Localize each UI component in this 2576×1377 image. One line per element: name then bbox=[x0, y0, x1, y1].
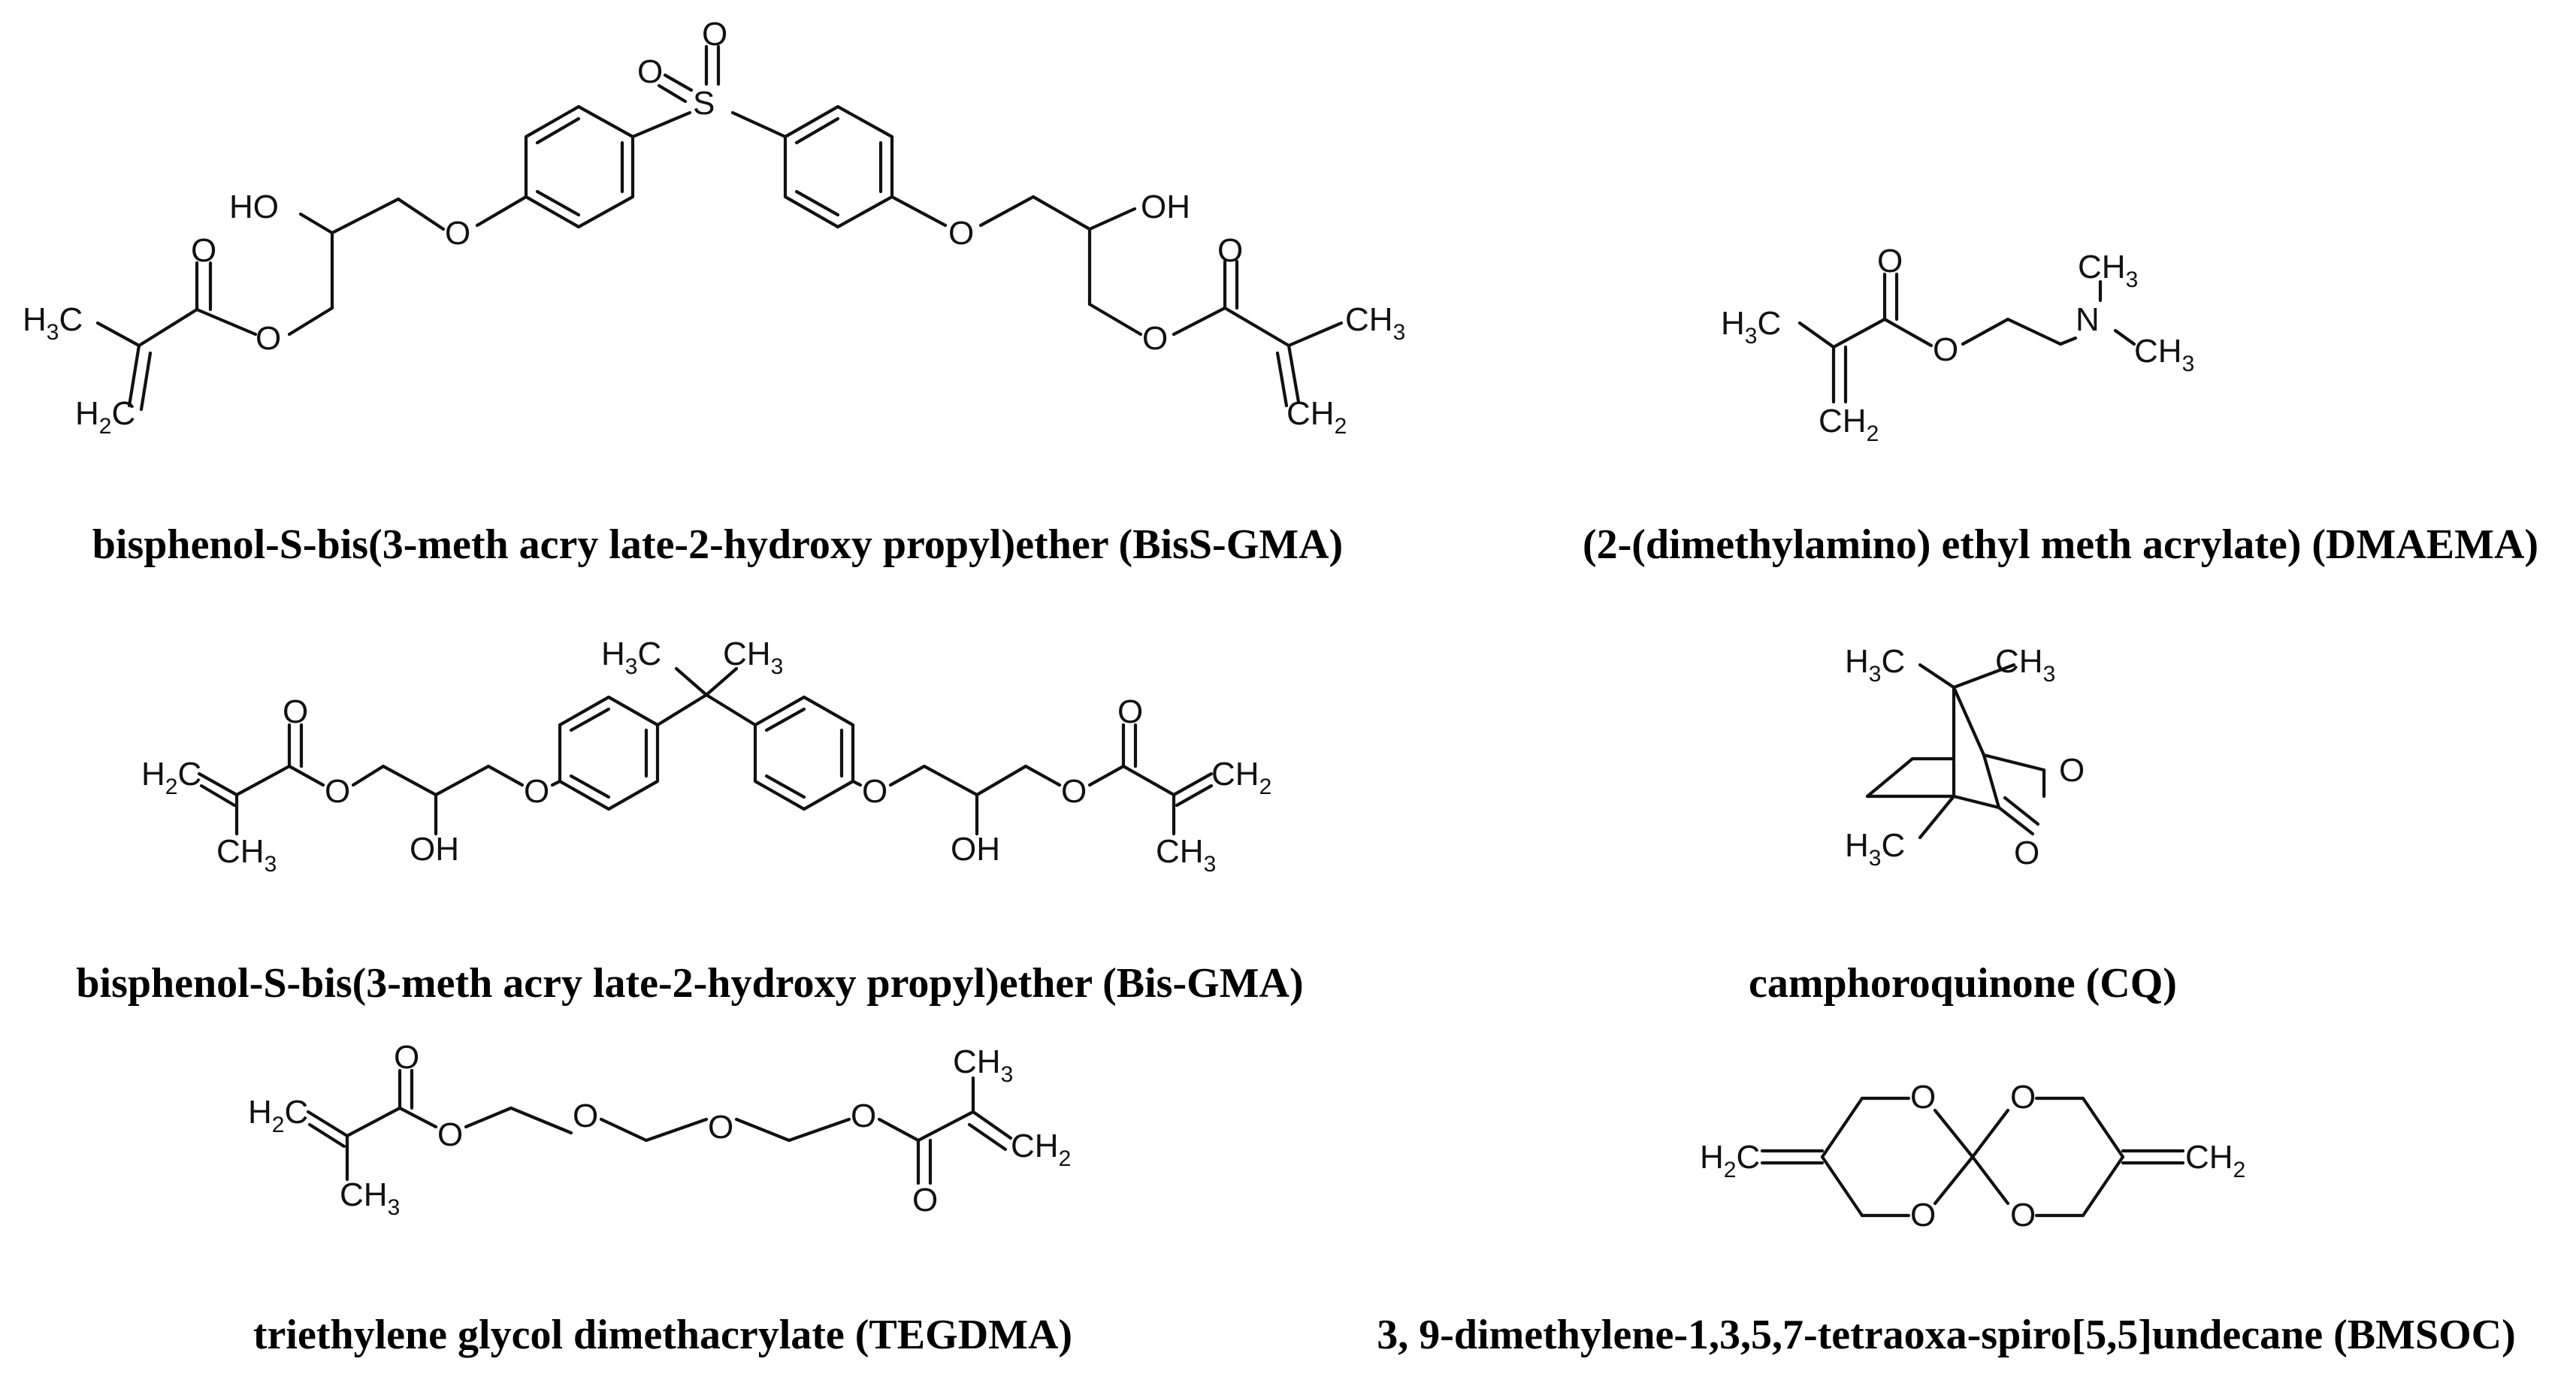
atom-ch3: CH3 bbox=[1156, 833, 1216, 877]
atom-o: O bbox=[851, 1098, 876, 1134]
structure-bissgma: H3C H2C O O HO O S O O O OH O O CH3 CH2 bbox=[23, 16, 1405, 439]
atom-ch3: CH3 bbox=[1345, 301, 1405, 345]
atom-ch3: CH3 bbox=[340, 1176, 400, 1220]
atom-ch3: CH3 bbox=[216, 833, 277, 877]
atom-o: O bbox=[702, 16, 727, 53]
structure-tegdma: H2C CH3 O O O O O O CH3 CH2 bbox=[248, 1039, 1071, 1220]
structure-bisgma: H2C CH3 O O OH O H3C CH3 O OH O O CH3 CH… bbox=[141, 636, 1271, 877]
atom-o: O bbox=[1061, 773, 1087, 810]
atom-o: O bbox=[2014, 835, 2039, 871]
atom-o: O bbox=[445, 215, 470, 252]
atom-o: O bbox=[283, 693, 308, 730]
atom-o: O bbox=[255, 320, 281, 357]
atom-h3c: H3C bbox=[1721, 305, 1781, 349]
atom-h2c: H2C bbox=[248, 1094, 308, 1137]
structure-cq: H3C CH3 O O H3C bbox=[1845, 643, 2085, 871]
caption-bmsoc: 3, 9-dimethylene-1,3,5,7-tetraoxa-spiro[… bbox=[1377, 1312, 2515, 1358]
atom-o: O bbox=[1910, 1197, 1936, 1234]
atom-o: O bbox=[2059, 752, 2085, 789]
atom-o: O bbox=[325, 773, 350, 810]
atom-o: O bbox=[1117, 693, 1143, 730]
structure-dmaema: H3C CH2 O O N CH3 CH3 bbox=[1721, 243, 2194, 446]
atom-ch2: CH2 bbox=[1286, 395, 1347, 439]
atom-s: S bbox=[693, 85, 715, 122]
atom-oh: OH bbox=[951, 831, 1000, 868]
atom-o: O bbox=[862, 773, 887, 810]
atom-o: O bbox=[191, 232, 216, 269]
atom-o: O bbox=[1933, 331, 1958, 368]
atom-ch2: CH2 bbox=[1011, 1128, 1071, 1171]
caption-bisgma: bisphenol-S-bis(3-meth acry late-2-hydro… bbox=[76, 960, 1303, 1007]
atom-ch2: CH2 bbox=[1211, 756, 1271, 799]
atom-h2c: H2C bbox=[141, 756, 201, 799]
atom-o: O bbox=[1877, 243, 1903, 279]
atom-o: O bbox=[1217, 232, 1243, 269]
caption-dmaema: (2-(dimethylamino) ethyl meth acrylate) … bbox=[1583, 521, 2538, 568]
atom-o: O bbox=[948, 215, 974, 252]
atom-ch2: CH2 bbox=[2185, 1139, 2245, 1182]
caption-bissgma: bisphenol-S-bis(3-meth acry late-2-hydro… bbox=[92, 521, 1343, 568]
atom-o: O bbox=[524, 773, 549, 810]
caption-tegdma: triethylene glycol dimethacrylate (TEGDM… bbox=[253, 1312, 1072, 1358]
atom-ch3: CH3 bbox=[723, 636, 783, 679]
atom-o: O bbox=[1142, 320, 1168, 357]
atom-o: O bbox=[2010, 1197, 2036, 1234]
atom-o: O bbox=[573, 1098, 598, 1134]
caption-cq: camphoroquinone (CQ) bbox=[1749, 960, 2177, 1007]
atom-ch3: CH3 bbox=[2078, 249, 2138, 292]
atom-o: O bbox=[437, 1116, 463, 1153]
atom-ho: HO bbox=[229, 189, 279, 225]
atom-h3c: H3C bbox=[601, 636, 661, 679]
atom-oh: OH bbox=[410, 831, 459, 868]
atom-o: O bbox=[912, 1182, 938, 1218]
atom-h2c: H2C bbox=[1700, 1139, 1760, 1182]
atom-o: O bbox=[1910, 1079, 1936, 1116]
atom-o: O bbox=[708, 1109, 733, 1146]
atom-h2c: H2C bbox=[75, 395, 135, 439]
atom-o: O bbox=[2010, 1079, 2036, 1116]
atom-ch3: CH3 bbox=[1995, 643, 2055, 687]
atom-oh: OH bbox=[1141, 189, 1190, 225]
atom-ch2: CH2 bbox=[1819, 403, 1879, 446]
atom-ch3: CH3 bbox=[953, 1043, 1013, 1087]
atom-h3c: H3C bbox=[23, 301, 83, 345]
atom-h3c: H3C bbox=[1845, 827, 1905, 871]
atom-o: O bbox=[637, 53, 663, 90]
atom-n: N bbox=[2076, 301, 2100, 338]
atom-ch3: CH3 bbox=[2134, 333, 2194, 376]
structure-bmsoc: H2C O O O O CH2 bbox=[1700, 1079, 2245, 1234]
atom-h3c: H3C bbox=[1845, 643, 1905, 687]
atom-o: O bbox=[394, 1039, 419, 1076]
